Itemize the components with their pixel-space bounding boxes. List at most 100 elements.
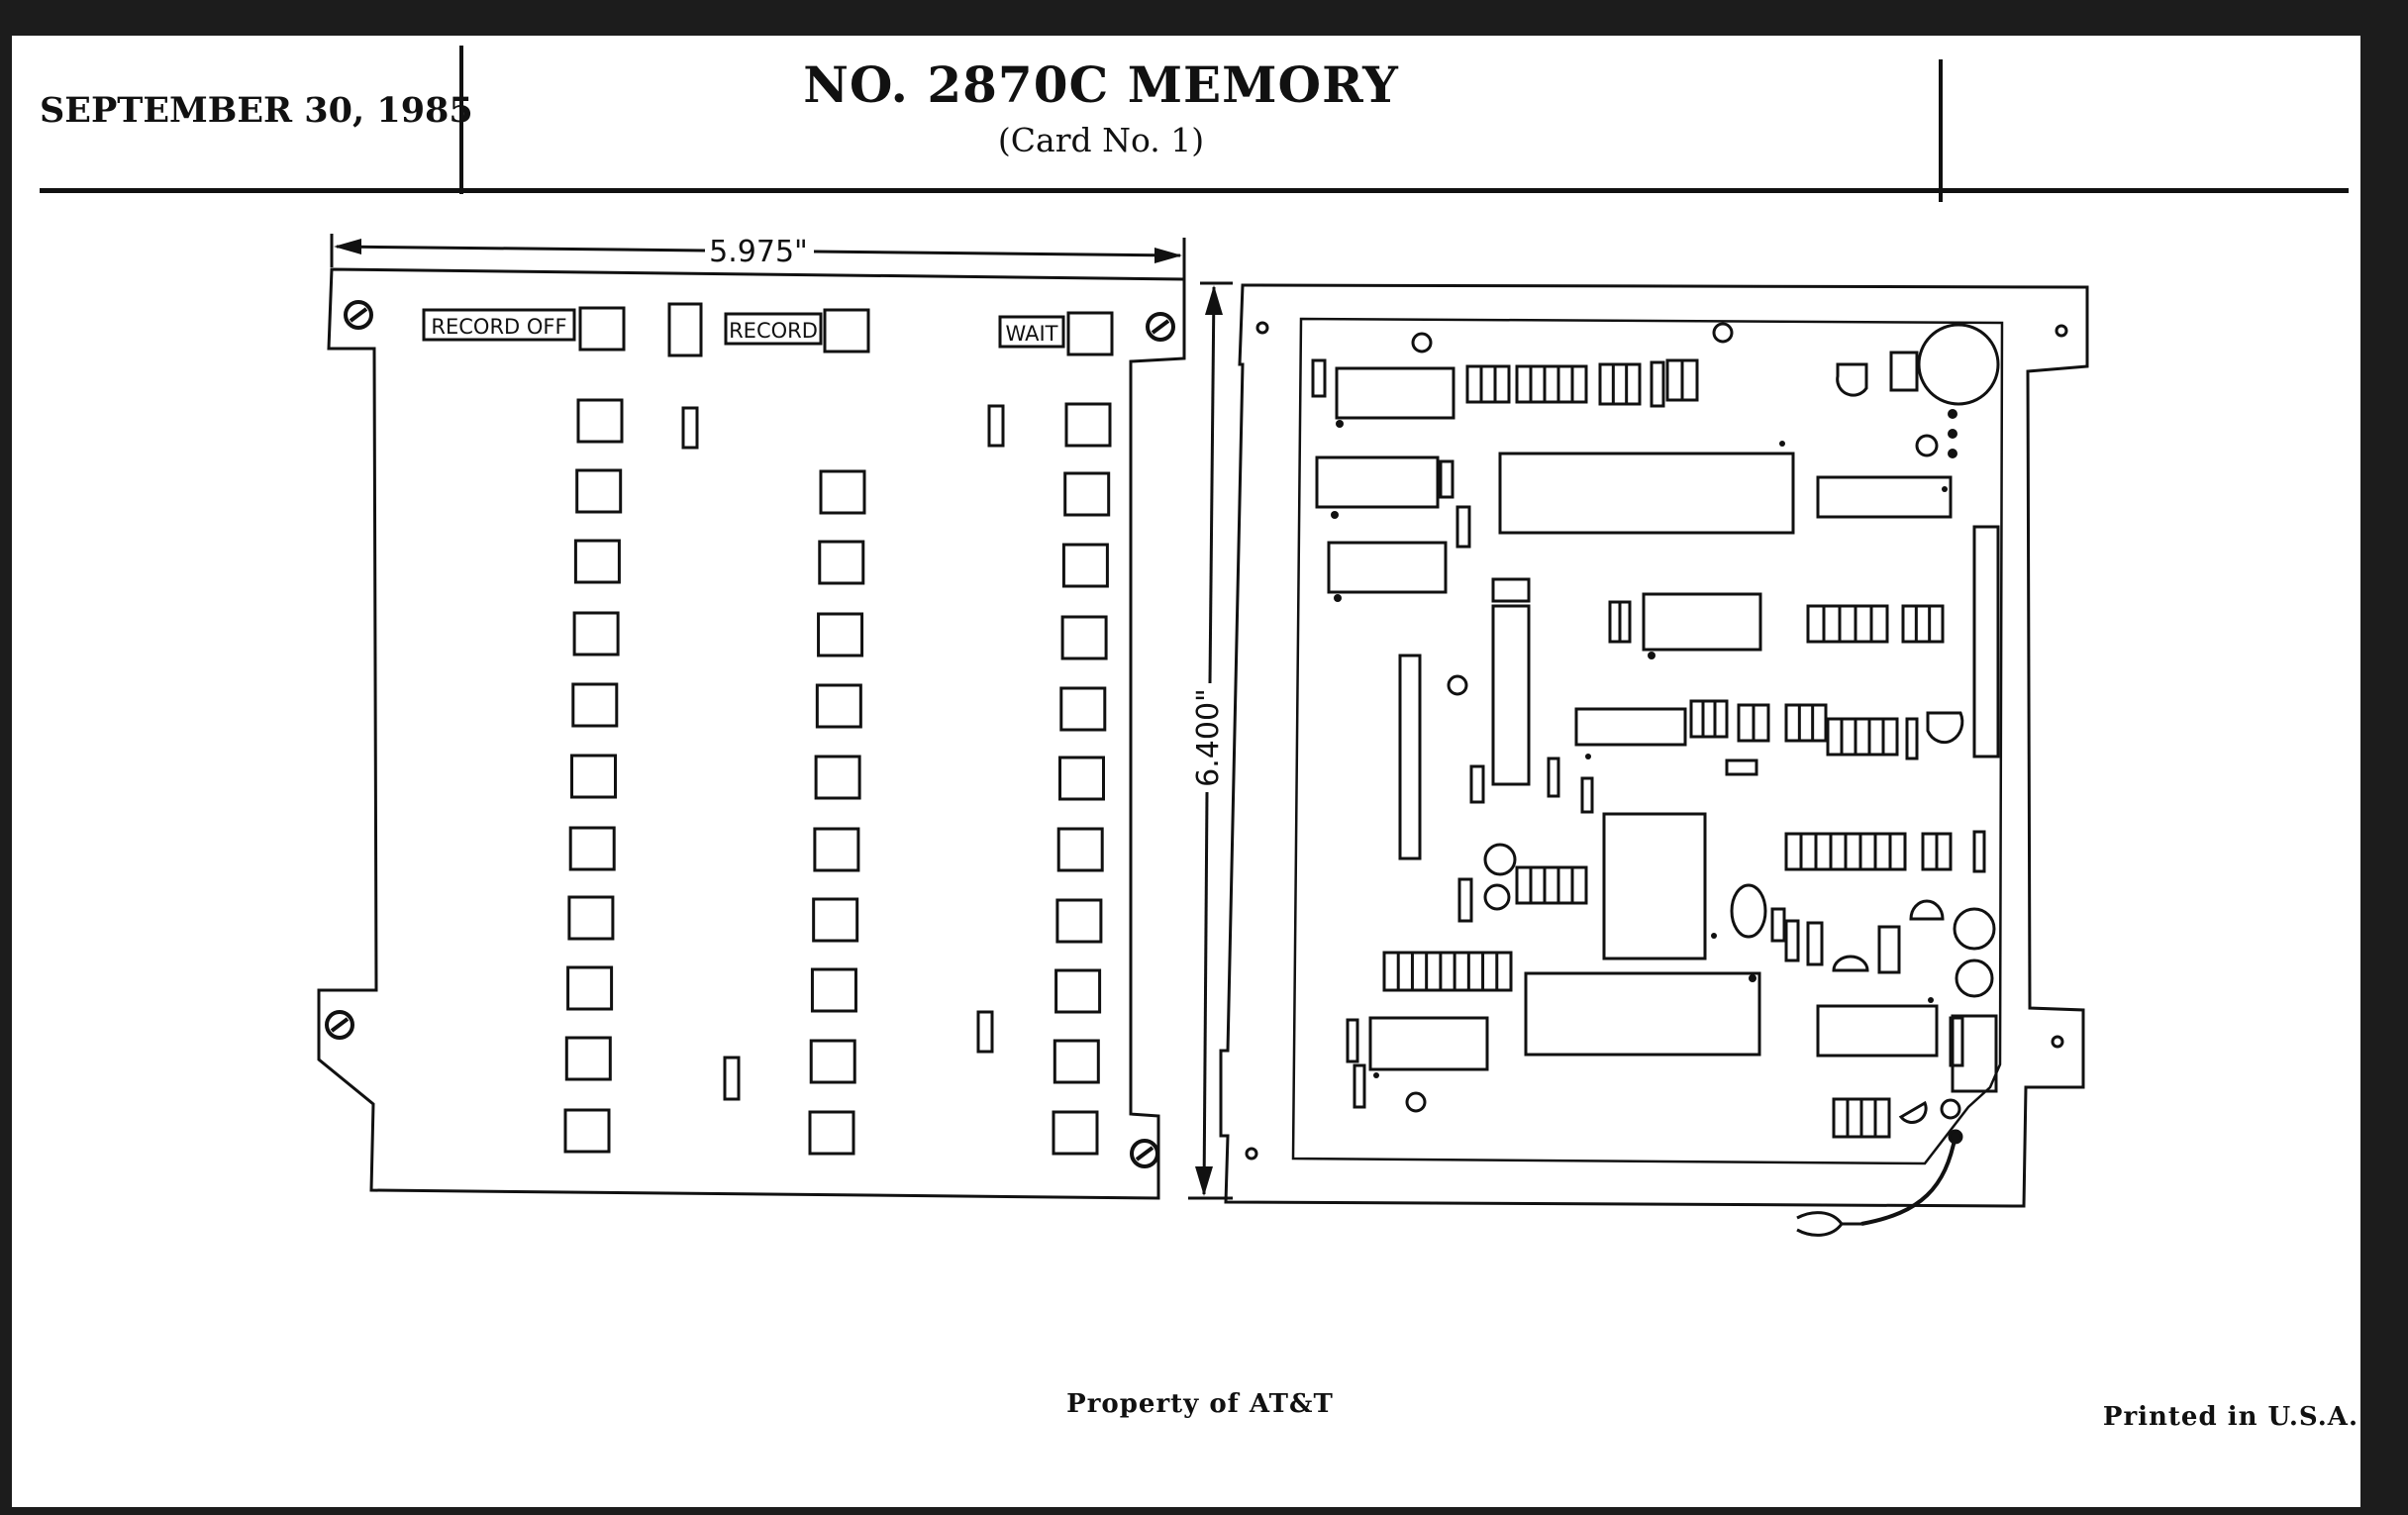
key-button: [1064, 402, 1112, 448]
key-button: [576, 398, 624, 444]
ic-medium-2: [1315, 455, 1440, 509]
resistor-pack-2: [1515, 364, 1588, 404]
key-column-3: [1052, 402, 1112, 1156]
key-button: [1054, 968, 1102, 1014]
header-divider-left: [459, 46, 463, 194]
ic-medium-3: [1327, 541, 1448, 594]
key-button: [817, 612, 864, 657]
ic-large-2: [1524, 971, 1761, 1057]
battery-clip: [1889, 351, 1919, 392]
electrolytic-3: [1953, 907, 1996, 951]
key-button: [1055, 898, 1103, 944]
indicator-slot-1: [681, 406, 699, 450]
resistor-pack-8: [1689, 699, 1729, 739]
resistor-v-16: [1949, 1016, 1964, 1067]
record-off-label-box: [422, 308, 576, 342]
key-button: [812, 897, 859, 943]
resistor-v-5: [1580, 776, 1594, 814]
resistor-v-3: [1469, 764, 1485, 804]
ic-medium-5: [1816, 475, 1953, 519]
key-button: [813, 827, 860, 872]
record-label-box: [724, 312, 823, 346]
key-button: [1056, 827, 1104, 872]
key-button: [818, 540, 865, 585]
cap-6: [1940, 1098, 1961, 1120]
half-round-3: [1909, 899, 1945, 921]
cap-4: [1915, 434, 1939, 457]
key-button: [575, 468, 623, 514]
cap-1: [1411, 332, 1433, 354]
ic-large-1: [1498, 452, 1795, 535]
issue-date: SEPTEMBER 30, 1985: [40, 90, 473, 131]
resistor-pack-3: [1598, 362, 1642, 406]
ic-vertical-socket: [1491, 604, 1531, 786]
width-dimension: [330, 234, 1186, 279]
key-button: [570, 754, 617, 799]
key-button: [1053, 1039, 1100, 1084]
ground-wire-end: [1948, 1129, 1963, 1145]
screw-bottom-left: [325, 1010, 354, 1040]
key-column-2: [808, 469, 866, 1156]
ic-medium-1: [1335, 366, 1455, 420]
ic-square: [1602, 812, 1707, 960]
key-button: [814, 755, 861, 800]
lamp-mid-top: [667, 302, 703, 357]
ic-medium-6: [1574, 707, 1687, 747]
ground-wire: [1860, 1134, 1957, 1226]
key-button: [1060, 615, 1108, 660]
indicator-slot-4: [723, 1056, 741, 1101]
hole-3: [1245, 1147, 1258, 1161]
front-panel-labels: RECORD OFF RECORD WAIT: [431, 315, 1057, 346]
lamp-record: [823, 308, 870, 354]
resistor-v-11: [1439, 459, 1455, 499]
spade-lug: [1796, 1211, 1861, 1237]
header-divider-right: [1939, 59, 1943, 202]
board-marks: [1331, 409, 1957, 1078]
key-button: [572, 611, 620, 656]
resistor-v-1: [1311, 358, 1327, 398]
key-button: [567, 895, 615, 941]
header-rule: [40, 188, 2349, 193]
key-button: [563, 1108, 611, 1154]
width-dimension-label: 5.975": [709, 235, 808, 269]
key-button: [1061, 543, 1109, 588]
resistor-v-7: [1346, 1018, 1359, 1063]
ic-small-top: [1491, 577, 1531, 603]
ic-medium-4: [1642, 592, 1762, 652]
oval-part: [1730, 883, 1767, 939]
resistor-packs: [1382, 358, 1953, 1139]
key-button: [819, 469, 866, 515]
resistor-v-17: [1877, 925, 1901, 974]
height-dimension: [1188, 281, 1233, 1200]
hole-4: [2051, 1035, 2064, 1049]
hole-2: [2055, 324, 2068, 338]
resistor-v-2: [1455, 505, 1471, 549]
key-button: [1059, 686, 1107, 732]
cap-5: [1405, 1091, 1427, 1113]
ic-medium-8: [1816, 1004, 1939, 1058]
resistor-v-15: [1806, 921, 1824, 966]
key-button: [568, 826, 616, 871]
key-button: [1052, 1110, 1099, 1156]
indicator-slot-3: [976, 1010, 994, 1054]
front-panel-outline: [317, 267, 1186, 1200]
resistor-pack-14: [1515, 865, 1588, 905]
resistor-v-9: [1972, 830, 1986, 873]
front-panel: [317, 267, 1186, 1200]
circuit-board: [1219, 283, 2089, 1237]
hole-1: [1255, 321, 1269, 335]
resistor-pack-15: [1382, 951, 1513, 992]
key-button: [566, 965, 614, 1011]
resistor-v-10: [1905, 717, 1919, 760]
ic-edge-connector-left: [1398, 654, 1422, 860]
ic-edge-connector-right: [1972, 525, 2000, 758]
resistor-v-12: [1650, 360, 1665, 408]
half-round-2: [1926, 711, 1964, 745]
connector-jack: [1951, 1014, 1998, 1093]
lamp-record-off: [578, 306, 626, 352]
key-button: [571, 682, 619, 728]
key-button: [810, 967, 857, 1013]
resistor-v-14: [1784, 919, 1800, 962]
footer-printed: Printed in U.S.A.: [2102, 1402, 2358, 1432]
